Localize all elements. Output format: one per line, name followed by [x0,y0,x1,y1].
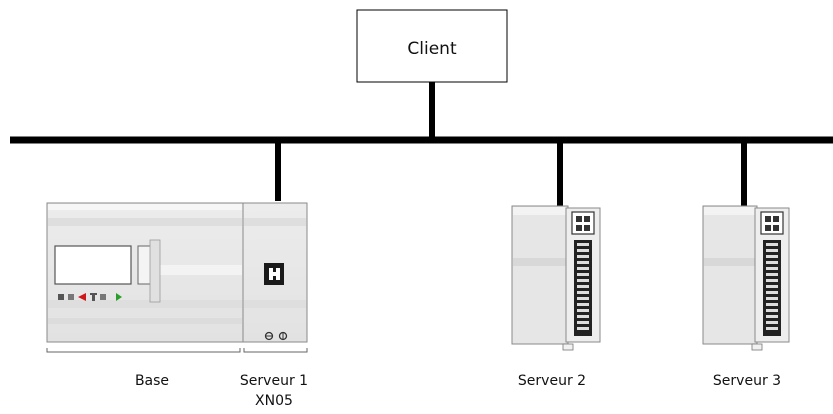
terminal-screw [264,331,274,341]
server2-module [511,205,601,351]
server1-module [242,202,308,343]
server1-label: Serveur 1 [240,373,308,389]
server1-sublabel: XN05 [255,393,293,409]
base-controller [46,202,244,343]
server2-label: Serveur 2 [518,373,586,389]
lcd-screen [54,245,132,285]
server3-module [702,205,790,351]
server3-dip-block [760,211,784,235]
server2-dip-block [571,211,595,235]
server1-bracket [243,348,308,353]
client-node: Client [356,9,508,83]
base-label: Base [135,373,169,389]
client-label: Client [407,39,457,59]
base-bracket [46,348,241,353]
server3-label: Serveur 3 [713,373,781,389]
terminal-screw [278,331,288,341]
network-bus [10,82,833,210]
client-box [356,9,508,83]
keypad-icons [58,293,122,301]
